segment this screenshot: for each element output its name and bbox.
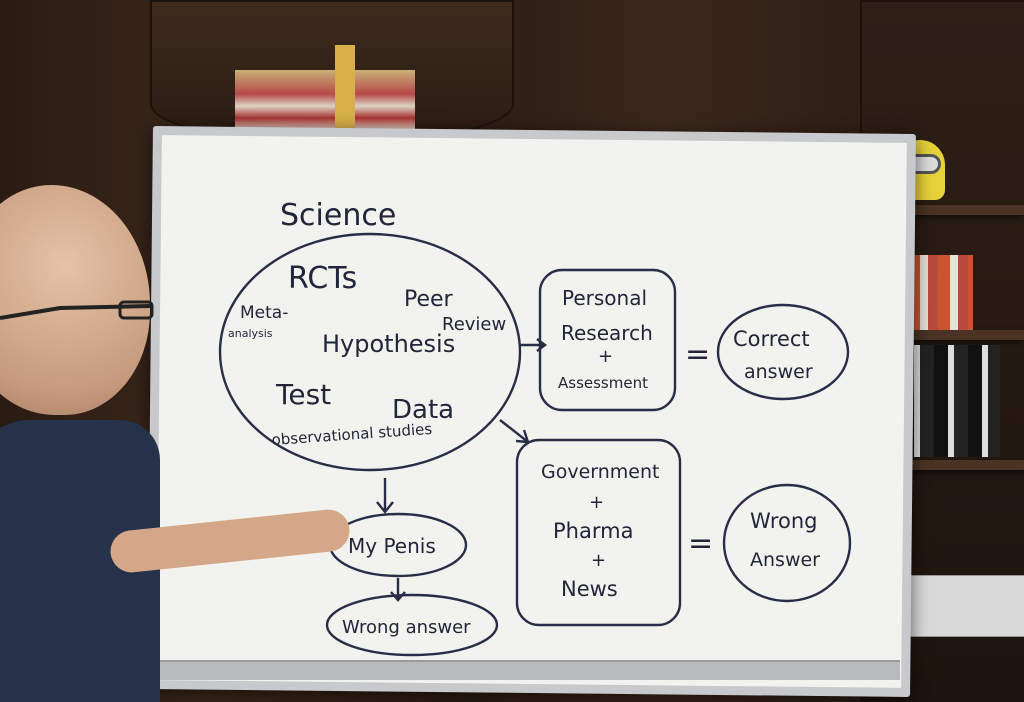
shelf-right-2: [870, 330, 1024, 340]
equals-top: =: [685, 337, 710, 372]
wrong-answer-small-oval: [325, 593, 499, 657]
book-stack: [235, 70, 415, 130]
science-bubble: [218, 232, 522, 472]
printer-device: [900, 575, 1024, 637]
word-meta: Meta-: [240, 303, 288, 323]
word-analysis: analysis: [228, 327, 273, 340]
shelf-right-3: [870, 460, 1024, 470]
correct-answer-oval: [716, 303, 850, 401]
arrow-to-government: [499, 419, 530, 444]
word-review: Review: [442, 314, 506, 335]
arrow-down-1: [376, 478, 394, 514]
personal-line-2: Research: [561, 321, 653, 345]
personal-line-1: Personal: [562, 286, 647, 310]
government-line-2: +: [589, 492, 604, 513]
word-observational: observational studies: [271, 420, 433, 449]
wrong-line-1: Wrong: [750, 509, 817, 533]
board-title: Science: [280, 198, 396, 233]
book-upright: [335, 45, 355, 135]
correct-line-1: Correct: [733, 327, 810, 351]
word-rcts: RCTs: [288, 261, 357, 296]
word-test: Test: [275, 378, 331, 411]
books-right-b: [900, 345, 1000, 457]
government-line-1: Government: [541, 461, 660, 483]
arrow-down-2: [390, 578, 406, 602]
government-line-4: +: [591, 550, 606, 571]
personal-line-4: Assessment: [558, 374, 648, 392]
correct-line-2: answer: [744, 361, 813, 383]
word-peer: Peer: [404, 287, 454, 312]
wrong-small-label: Wrong answer: [342, 617, 471, 638]
personal-line-3: +: [598, 346, 613, 367]
arrow-to-personal: [520, 338, 547, 352]
word-hypothesis: Hypothesis: [322, 330, 455, 358]
shelf-right-1: [870, 205, 1024, 215]
my-oval-label: My Penis: [348, 534, 436, 558]
word-data: Data: [392, 395, 454, 425]
government-line-5: News: [561, 577, 618, 601]
government-box: [515, 438, 682, 627]
government-line-3: Pharma: [553, 519, 633, 543]
wrong-answer-oval: [722, 483, 852, 603]
wrong-line-2: Answer: [750, 549, 820, 571]
glasses-icon: [0, 300, 154, 320]
equals-bottom: =: [688, 526, 713, 561]
marker-tray: [150, 660, 900, 680]
